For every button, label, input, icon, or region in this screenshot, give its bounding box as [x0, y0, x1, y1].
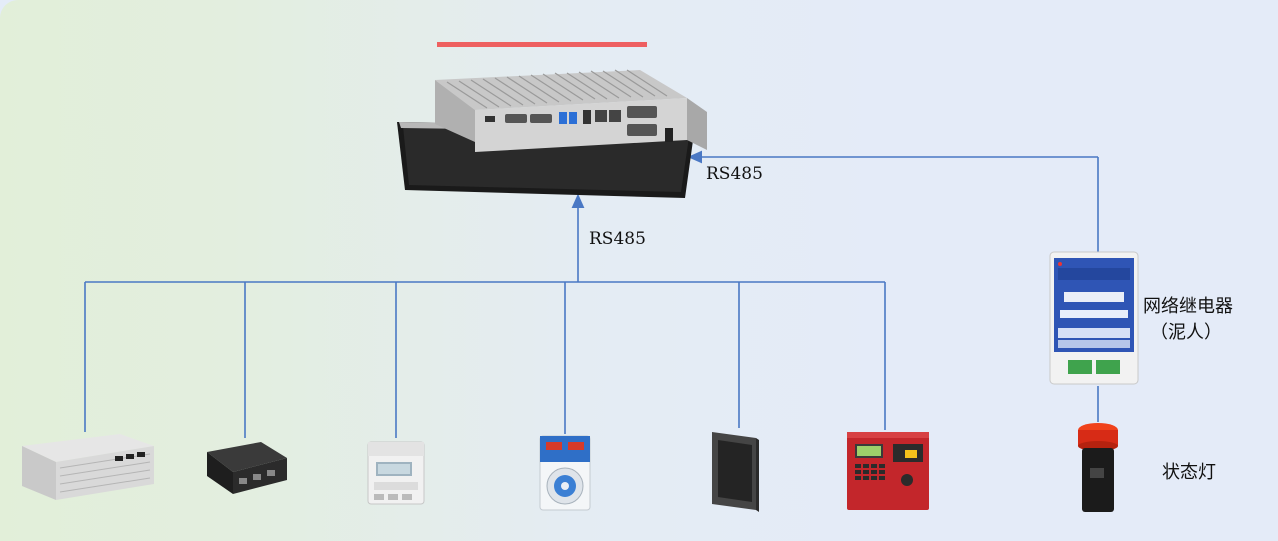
network-relay-brand-label: （泥人）	[1150, 322, 1222, 343]
network-relay	[1049, 251, 1139, 385]
network-relay-label: 网络继电器	[1143, 296, 1233, 317]
din-rail-energy-meter	[367, 441, 425, 505]
power-supply-box	[22, 434, 154, 500]
status-light	[1078, 423, 1118, 512]
fire-alarm-panel	[847, 432, 929, 510]
industrial-panel-pc	[397, 42, 707, 198]
rs485-bus-label: RS485	[589, 229, 646, 249]
status-light-label: 状态灯	[1162, 462, 1216, 483]
wall-panel	[712, 432, 759, 512]
io-module	[207, 442, 287, 494]
rs485-relay-link-label: RS485	[706, 164, 763, 184]
dehumidifier-controller	[539, 435, 591, 511]
